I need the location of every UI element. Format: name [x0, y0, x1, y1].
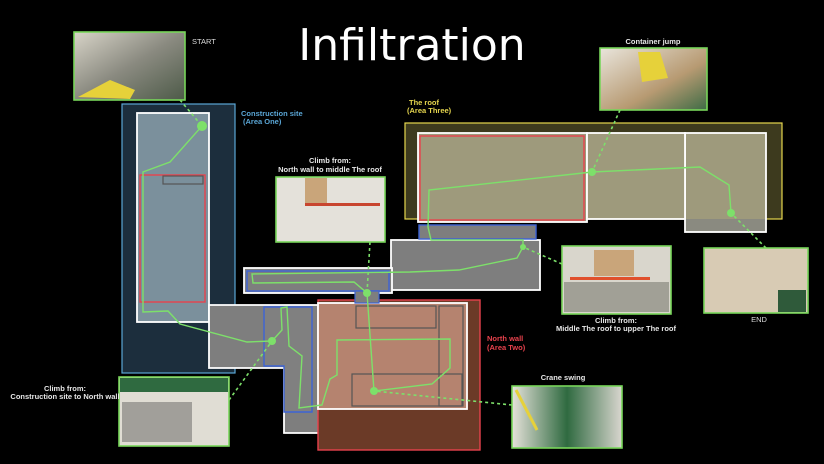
waypoint-container: [588, 168, 596, 176]
container-jump-label: Container jump: [625, 37, 680, 46]
area-two-label: North wall: [487, 334, 523, 343]
middle-corridor: [243, 239, 541, 304]
thumbnail-crane-swing: [511, 385, 623, 449]
thumbnail-climb-middle-upper: [561, 245, 672, 315]
area-three-label: The roof: [409, 98, 439, 107]
route-path: [142, 125, 732, 409]
area-three-the-roof: [404, 122, 783, 240]
thumbnail-connectors: [179, 99, 767, 406]
thumbnail-container-jump: [599, 47, 708, 111]
climb-north-roof-label-2: North wall to middle The roof: [278, 165, 382, 174]
climb-construction-north-label-1: Climb from:: [44, 384, 86, 393]
thumbnail-climb-construction-north: [118, 376, 230, 447]
area-three-sublabel: (Area Three): [407, 106, 452, 115]
waypoint-climb-north: [363, 289, 371, 297]
climb-middle-upper-label-2: Middle The roof to upper The roof: [556, 324, 676, 333]
area-one-label: Construction site: [241, 109, 303, 118]
waypoint-climb-middle: [520, 244, 526, 250]
climb-middle-upper-label-1: Climb from:: [595, 316, 637, 325]
thumbnail-climb-north-roof: [275, 176, 386, 243]
route-waypoints: [197, 121, 735, 395]
thumbnail-end: [703, 247, 809, 314]
thumbnail-start: [73, 31, 186, 101]
waypoint-end: [727, 209, 735, 217]
page-title: Infiltration: [298, 20, 525, 71]
start-label: START: [192, 37, 216, 46]
area-one-sublabel: (Area One): [243, 117, 282, 126]
waypoint-climb-construction: [268, 337, 276, 345]
area-one-construction-site: [121, 103, 236, 374]
end-label: END: [751, 315, 767, 324]
waypoint-start: [197, 121, 207, 131]
waypoint-crane: [370, 387, 378, 395]
area-two-sublabel: (Area Two): [487, 343, 526, 352]
area-two-north-wall: [317, 299, 481, 451]
climb-construction-north-label-2: Construction site to North wall: [10, 392, 119, 401]
climb-north-roof-label-1: Climb from:: [309, 156, 351, 165]
crane-swing-label: Crane swing: [541, 373, 586, 382]
